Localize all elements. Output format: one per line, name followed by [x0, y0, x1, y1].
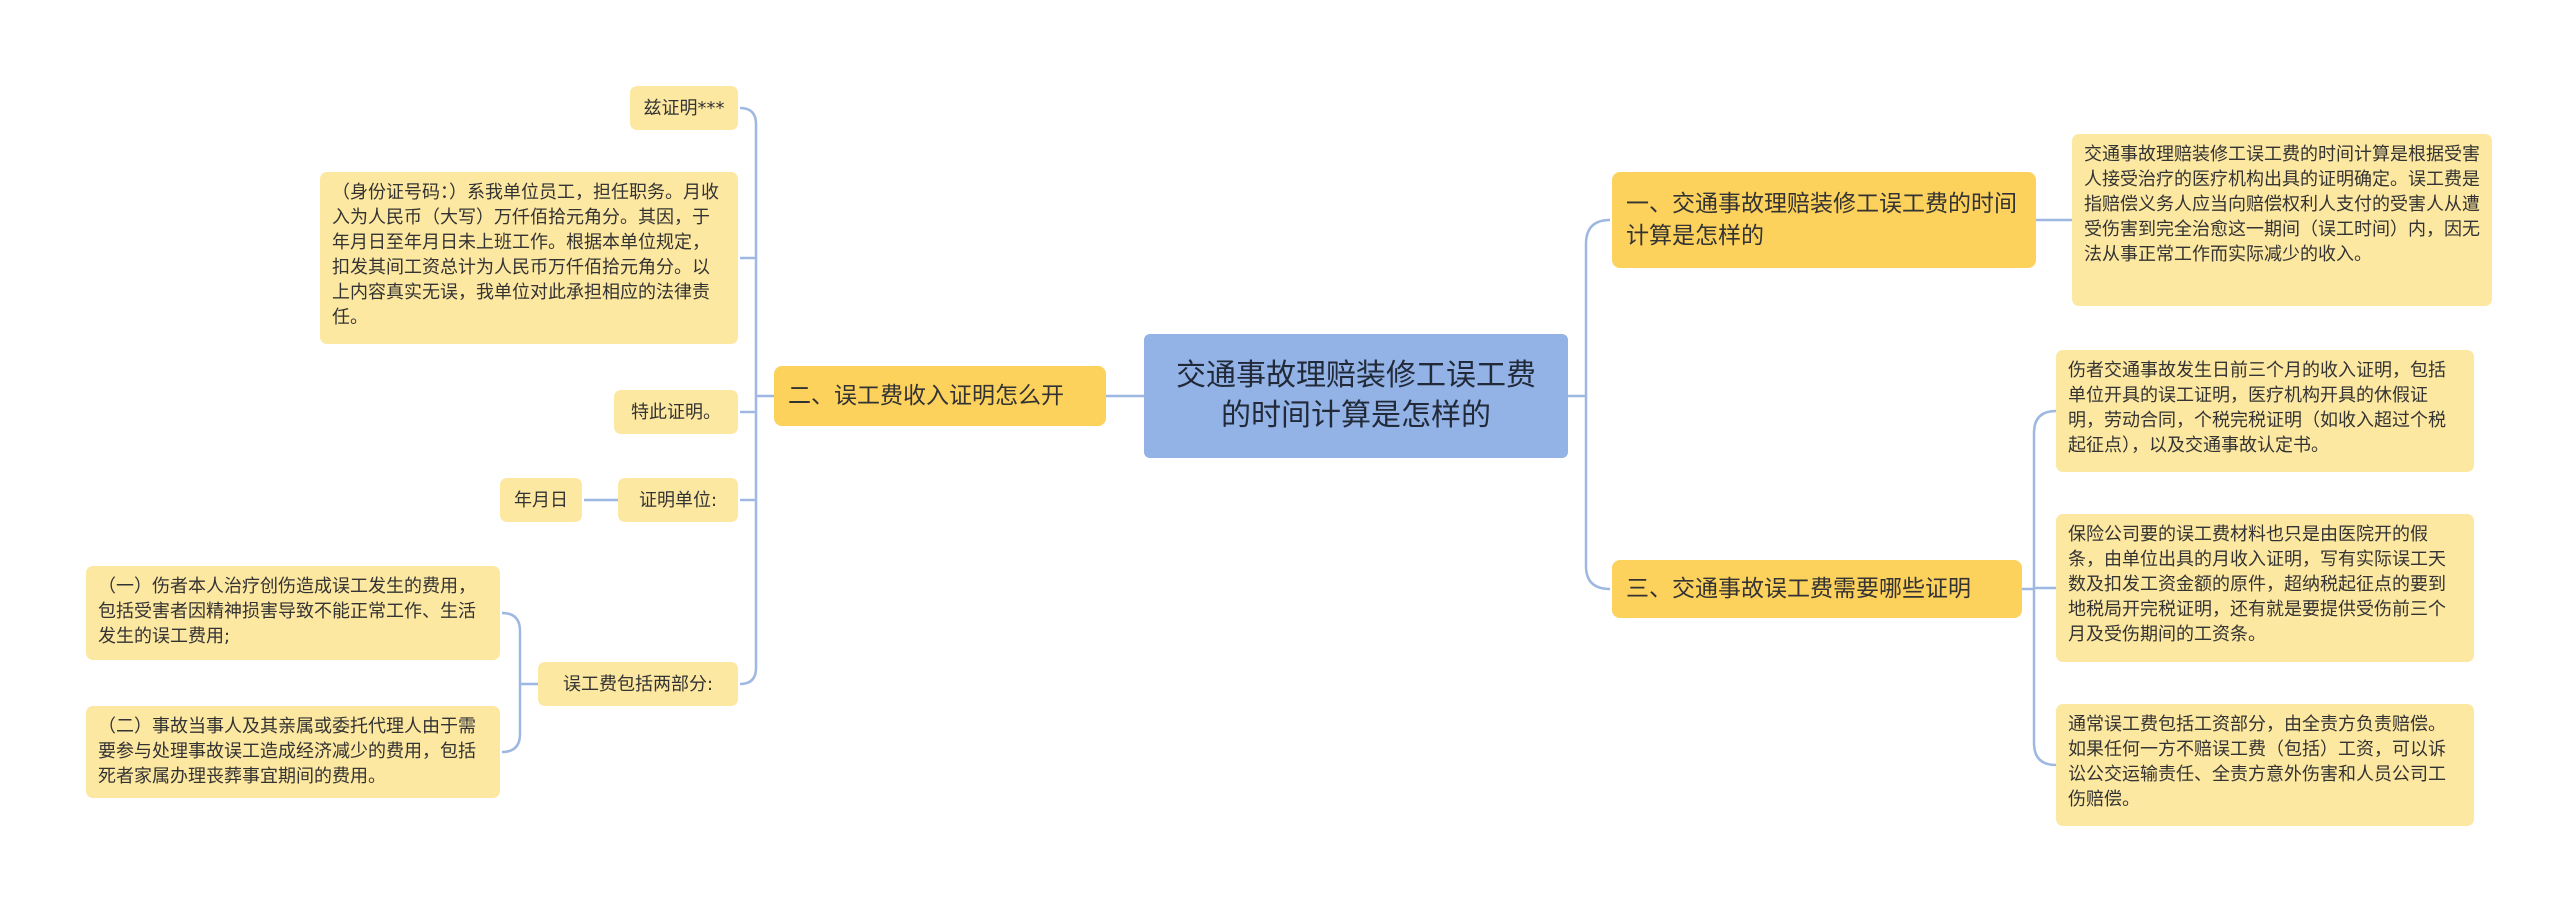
leaf-certificate-body[interactable]: （身份证号码：）系我单位员工，担任职务。月收入为人民币（大写）万仟佰拾元角分。其…	[320, 172, 738, 344]
connector-left-trunk	[739, 106, 758, 686]
leaf-proof-title[interactable]: 兹证明***	[630, 86, 738, 130]
leaf-part-two[interactable]: （二）事故当事人及其亲属或委托代理人由于需要参与处理事故误工造成经济减少的费用，…	[86, 706, 500, 798]
branch-time-calculation[interactable]: 一、交通事故理赔装修工误工费的时间计算是怎样的	[1612, 172, 2036, 268]
leaf-proof-insurance[interactable]: 保险公司要的误工费材料也只是由医院开的假条，由单位出具的月收入证明，写有实际误工…	[2056, 514, 2474, 662]
leaf-proof-compensation[interactable]: 通常误工费包括工资部分，由全责方负责赔偿。如果任何一方不赔误工费（包括）工资，可…	[2056, 704, 2474, 826]
root-topic[interactable]: 交通事故理赔装修工误工费的时间计算是怎样的	[1144, 334, 1568, 458]
leaf-proof-income[interactable]: 伤者交通事故发生日前三个月的收入证明，包括单位开具的误工证明，医疗机构开具的休假…	[2056, 350, 2474, 472]
leaf-part-one[interactable]: （一）伤者本人治疗创伤造成误工发生的费用，包括受害者因精神损害导致不能正常工作、…	[86, 566, 500, 660]
leaf-unit-date[interactable]: 年月日	[500, 478, 582, 522]
leaf-special-proof[interactable]: 特此证明。	[614, 390, 738, 434]
branch-income-certificate[interactable]: 二、误工费收入证明怎么开	[774, 366, 1106, 426]
leaf-time-calculation-detail[interactable]: 交通事故理赔装修工误工费的时间计算是根据受害人接受治疗的医疗机构出具的证明确定。…	[2072, 134, 2492, 306]
leaf-two-parts[interactable]: 误工费包括两部分:	[538, 662, 738, 706]
connector-two-parts-trunk	[501, 611, 522, 754]
leaf-certifying-unit[interactable]: 证明单位:	[618, 478, 738, 522]
branch-required-proofs[interactable]: 三、交通事故误工费需要哪些证明	[1612, 560, 2022, 618]
connector-right-trunk	[1584, 218, 1611, 591]
